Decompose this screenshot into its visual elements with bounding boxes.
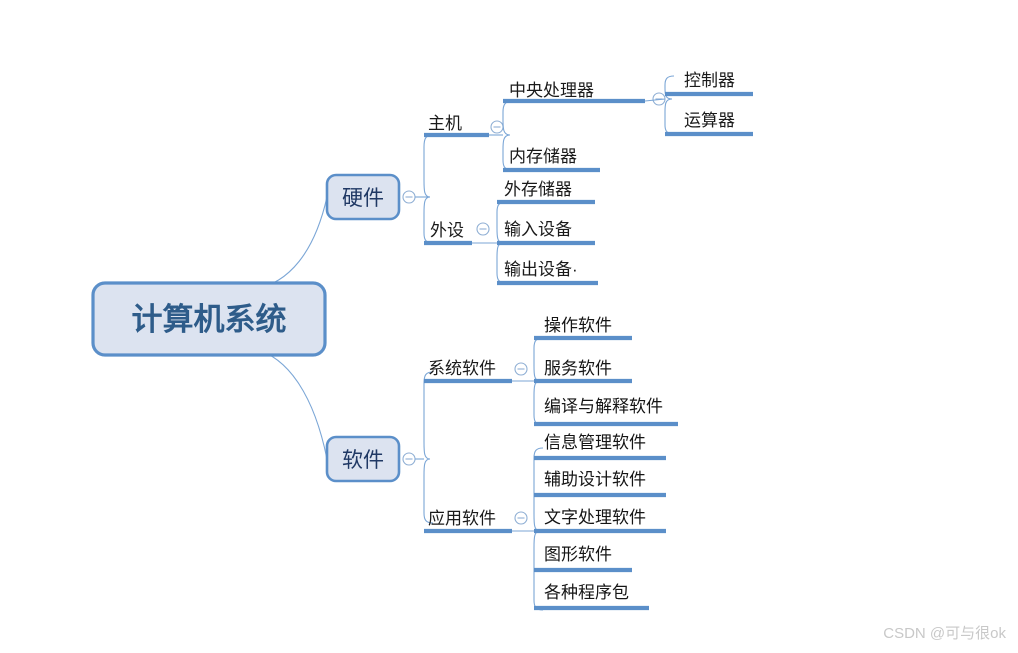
watermark-text: CSDN @可与很ok <box>883 625 1006 642</box>
peripheral-label: 外设 <box>430 221 464 240</box>
bracket-software-lower <box>423 458 434 524</box>
bracket-syssw-upper <box>533 337 544 382</box>
node-system-software[interactable]: 系统软件 <box>424 359 512 384</box>
bracket-syssw-lower <box>533 380 544 426</box>
toggle-application-software[interactable] <box>514 511 528 525</box>
output-device-label: 输出设备· <box>504 260 578 279</box>
connector-root-to-software <box>249 347 328 460</box>
word-processing-software-label: 文字处理软件 <box>544 508 646 527</box>
memory-label: 内存储器 <box>509 147 577 166</box>
system-software-label: 系统软件 <box>428 359 496 378</box>
node-cpu[interactable]: 中央处理器 <box>503 81 645 104</box>
toggle-system-software[interactable] <box>514 362 528 376</box>
application-software-label: 应用软件 <box>428 509 496 528</box>
toggle-hardware[interactable] <box>402 190 416 204</box>
service-software-label: 服务软件 <box>544 359 612 378</box>
os-software-label: 操作软件 <box>544 316 612 335</box>
graphics-software-label: 图形软件 <box>544 545 612 564</box>
zhuji-label: 主机 <box>428 114 462 133</box>
node-program-packages[interactable]: 各种程序包 <box>534 583 649 611</box>
alu-label: 运算器 <box>684 111 735 130</box>
node-cad-software[interactable]: 辅助设计软件 <box>534 470 666 498</box>
node-zhuji[interactable]: 主机 <box>424 114 489 138</box>
connector-root-to-hardware <box>249 196 328 291</box>
toggle-software[interactable] <box>402 452 416 466</box>
cad-software-label: 辅助设计软件 <box>544 470 646 489</box>
node-info-mgmt-software[interactable]: 信息管理软件 <box>534 433 666 461</box>
node-controller[interactable]: 控制器 <box>665 71 753 97</box>
toggle-zhuji[interactable] <box>490 120 504 134</box>
root-node-label: 计算机系统 <box>132 302 287 337</box>
node-graphics-software[interactable]: 图形软件 <box>534 545 632 573</box>
connector-group-software <box>415 371 434 524</box>
root-node-box[interactable] <box>91 281 327 357</box>
node-alu[interactable]: 运算器 <box>665 111 753 137</box>
bracket-zhuji-upper <box>502 100 513 136</box>
node-output-device[interactable]: 输出设备· <box>497 260 598 286</box>
node-compiler-software[interactable]: 编译与解释软件 <box>534 397 678 427</box>
hardware-node-box[interactable] <box>325 173 401 221</box>
info-mgmt-software-label: 信息管理软件 <box>544 433 646 452</box>
bracket-hardware <box>423 134 434 198</box>
node-service-software[interactable]: 服务软件 <box>534 359 632 384</box>
node-peripheral[interactable]: 外设 <box>424 221 472 246</box>
node-software[interactable]: 软件 <box>325 435 401 483</box>
node-application-software[interactable]: 应用软件 <box>424 509 512 534</box>
node-hardware[interactable]: 硬件 <box>325 173 401 221</box>
bracket-cpu-upper <box>664 75 675 100</box>
ext-storage-label: 外存储器 <box>504 180 572 199</box>
node-os-software[interactable]: 操作软件 <box>534 316 632 341</box>
bracket-cpu-lower <box>664 98 675 135</box>
compiler-software-label: 编译与解释软件 <box>544 397 663 416</box>
toggle-peripheral[interactable] <box>476 222 490 236</box>
software-node-box[interactable] <box>325 435 401 483</box>
node-ext-storage[interactable]: 外存储器 <box>497 180 595 205</box>
software-node-label: 软件 <box>342 449 384 472</box>
hardware-node-label: 硬件 <box>342 187 384 210</box>
input-device-label: 输入设备 <box>504 220 572 239</box>
controller-label: 控制器 <box>684 71 735 90</box>
node-memory[interactable]: 内存储器 <box>503 147 600 173</box>
cpu-label: 中央处理器 <box>509 81 594 100</box>
node-input-device[interactable]: 输入设备 <box>497 220 595 246</box>
bracket-software-upper <box>423 371 434 460</box>
program-packages-label: 各种程序包 <box>544 583 629 602</box>
node-root[interactable]: 计算机系统 <box>91 281 327 357</box>
node-word-processing-software[interactable]: 文字处理软件 <box>534 508 666 534</box>
bracket-appsw-upper <box>533 447 544 532</box>
